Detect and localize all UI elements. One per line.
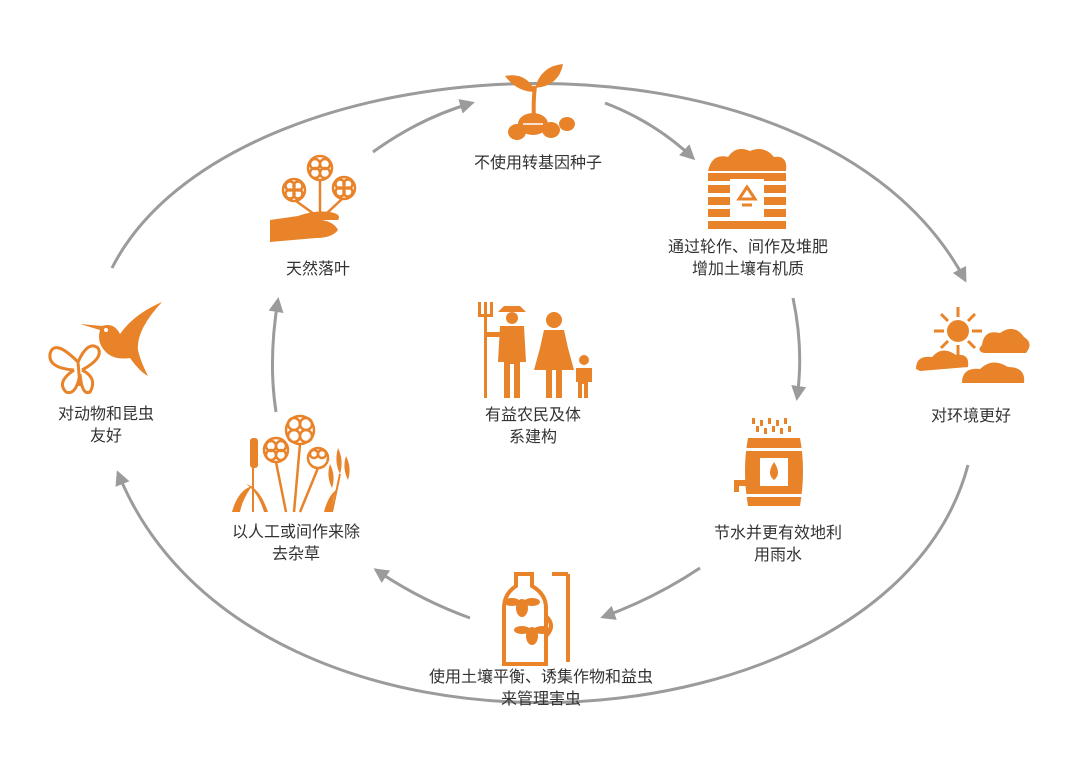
arrow-compost-to-water: [791, 297, 807, 401]
label-society: 有益农民及体 系建构: [484, 405, 582, 446]
rain-barrel-icon: [734, 418, 803, 506]
arrow-water-to-pests: [600, 566, 701, 620]
sun-and-clouds-icon: [916, 307, 1030, 383]
insect-trap-bottle-icon: [502, 572, 570, 666]
compost-bin-icon: [708, 149, 787, 229]
hand-holding-flowers-icon: [270, 154, 357, 242]
flowers-and-wheat-icon: [232, 414, 350, 513]
label-water: 节水并更有效地利 用雨水: [713, 523, 843, 564]
label-compost: 通过轮作、间作及堆肥 增加土壤有机质: [667, 237, 829, 278]
outer-arrow-bottom: [115, 464, 970, 705]
label-seeds: 不使用转基因种子: [473, 153, 603, 172]
label-animals: 对动物和昆虫 友好: [57, 404, 155, 445]
label-pests: 使用土壤平衡、诱集作物和益虫 来管理害虫: [428, 667, 654, 708]
hummingbird-butterfly-icon: [48, 302, 162, 395]
arrow-leaves-to-seeds: [372, 99, 475, 154]
label-weeds: 以人工或间作来除 去杂草: [231, 522, 361, 563]
sprouting-seeds-icon: [505, 64, 575, 140]
arrow-seeds-to-compost: [604, 101, 696, 161]
label-environment: 对环境更好: [930, 406, 1012, 425]
arrow-pests-to-weeds: [373, 568, 471, 620]
arrow-weeds-to-leaves: [268, 297, 284, 413]
farmer-family-icon: [478, 302, 592, 398]
label-leaves: 天然落叶: [285, 259, 351, 278]
